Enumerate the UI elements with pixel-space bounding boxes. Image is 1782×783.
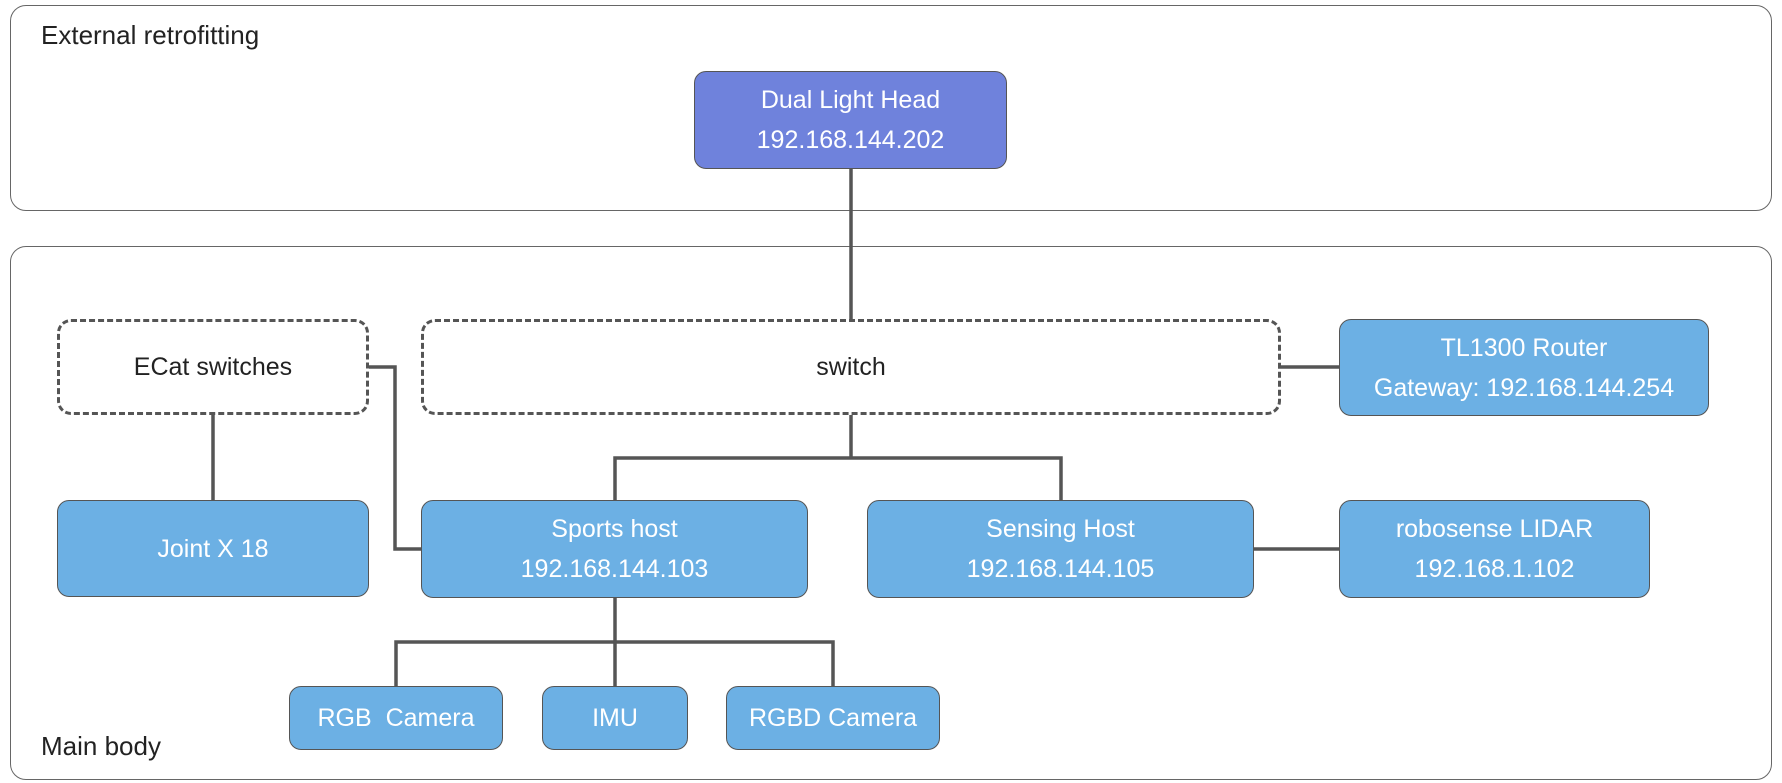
- router-node: TL1300 Router Gateway: 192.168.144.254: [1339, 319, 1709, 416]
- sports-host-ip: 192.168.144.103: [520, 555, 709, 583]
- dual-light-head-name: Dual Light Head: [760, 86, 941, 114]
- lidar-node: robosense LIDAR 192.168.1.102: [1339, 500, 1650, 598]
- rgb-camera-name: RGB Camera: [317, 704, 475, 732]
- router-name: TL1300 Router: [1440, 333, 1608, 362]
- wire-ecat-sports-host: [368, 365, 421, 551]
- sports-host-name: Sports host: [551, 515, 678, 543]
- rgbd-camera-name: RGBD Camera: [748, 704, 918, 732]
- joint-node: Joint X 18: [57, 500, 369, 597]
- ecat-switches-name: ECat switches: [133, 353, 293, 381]
- sensing-host-node: Sensing Host 192.168.144.105: [867, 500, 1254, 598]
- dual-light-head-ip: 192.168.144.202: [756, 126, 945, 154]
- sports-host-node: Sports host 192.168.144.103: [421, 500, 808, 598]
- ecat-switches-node: ECat switches: [57, 319, 369, 415]
- imu-name: IMU: [592, 704, 638, 732]
- switch-name: switch: [816, 353, 886, 381]
- imu-node: IMU: [542, 686, 688, 750]
- wire-switch-hosts: [613, 456, 1063, 500]
- dual-light-head-node: Dual Light Head 192.168.144.202: [694, 71, 1007, 169]
- router-gateway: Gateway: 192.168.144.254: [1373, 373, 1675, 402]
- lidar-ip: 192.168.1.102: [1414, 555, 1575, 583]
- joint-name: Joint X 18: [157, 534, 269, 563]
- sensing-host-name: Sensing Host: [986, 515, 1135, 543]
- main-body-label: Main body: [41, 731, 161, 761]
- sensing-host-ip: 192.168.144.105: [966, 555, 1155, 583]
- rgbd-camera-node: RGBD Camera: [726, 686, 940, 750]
- rgb-camera-node: RGB Camera: [289, 686, 503, 750]
- lidar-name: robosense LIDAR: [1395, 515, 1594, 543]
- switch-node: switch: [421, 319, 1281, 415]
- external-retrofitting-label: External retrofitting: [41, 20, 260, 50]
